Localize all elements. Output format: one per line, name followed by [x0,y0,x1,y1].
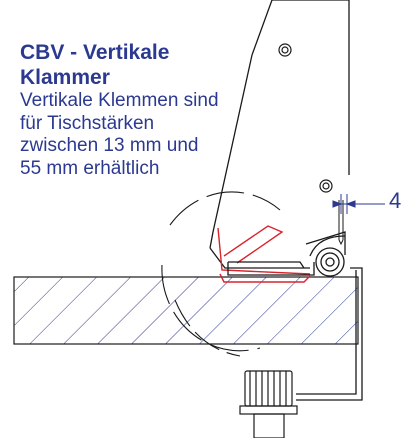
table-board [13,276,359,345]
clamp-pad [217,225,311,283]
spring-pin [338,200,344,246]
adjust-screw [239,370,298,438]
lower-jaw [227,261,315,276]
screw-hole-bottom [319,179,333,193]
support-bracket [296,267,363,401]
clamp-housing [209,0,350,269]
diagram-title: CBV - Vertikale Klammer [20,41,170,89]
pivot-knob [309,235,346,277]
swing-arc [161,191,281,357]
screw-hole-top [278,43,292,57]
description-block: CBV - Vertikale Klammer Vertikale Klemme… [20,40,220,180]
diagram-description: Vertikale Klemmen sind für Tischstärken … [20,90,219,179]
dimension-marker [332,194,385,214]
dimension-label: 4 [389,188,402,213]
